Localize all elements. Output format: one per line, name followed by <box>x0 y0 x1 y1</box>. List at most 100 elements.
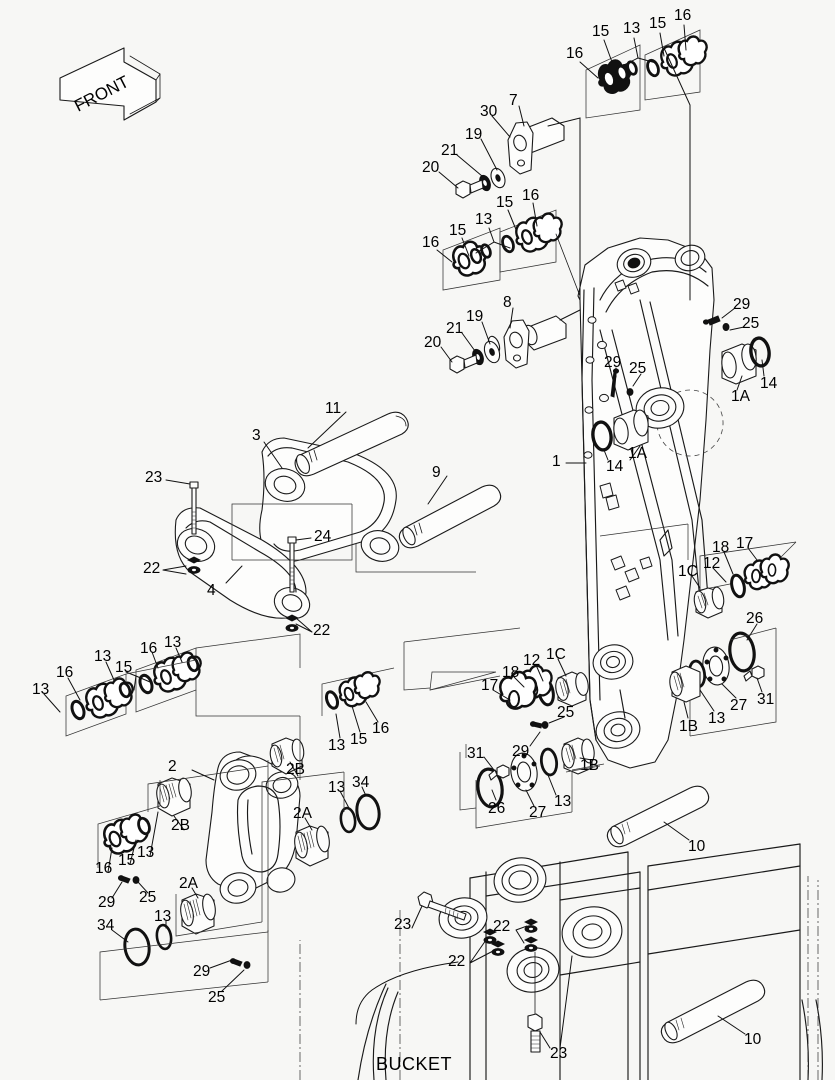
callout-12-a: 12 <box>703 555 720 572</box>
callout-2A-a: 2A <box>293 805 313 822</box>
leaders-lower-left-seals <box>43 647 183 713</box>
callout-18-b: 18 <box>502 664 519 681</box>
callout-17-a: 17 <box>736 535 753 552</box>
retainer-group-mid-lower <box>475 721 595 829</box>
arm-pivot-boss-top <box>616 248 652 278</box>
callout-16-c: 16 <box>522 187 539 204</box>
callout-22-b: 22 <box>313 622 330 639</box>
callout-27-a: 27 <box>730 697 747 714</box>
bearing-2a-left <box>180 893 216 935</box>
pin-bucket-10-lower <box>660 979 766 1044</box>
callout-16-e: 16 <box>140 640 157 657</box>
callout-13-e: 13 <box>164 634 181 651</box>
callout-29-c: 29 <box>512 743 529 760</box>
nut-22-lower <box>284 614 300 632</box>
bolt-24 <box>287 536 297 593</box>
seal-pack-mid-b <box>499 209 581 297</box>
callout-24: 24 <box>314 528 332 545</box>
callout-1C-b: 1C <box>546 646 566 663</box>
callout-26-a: 26 <box>746 610 763 627</box>
callout-31-b: 31 <box>467 745 484 762</box>
nut-22-bucket-3 <box>523 918 539 933</box>
callout-23-c: 23 <box>550 1045 567 1062</box>
arm-surface-pads <box>583 279 653 601</box>
leaders-links <box>162 411 476 633</box>
pin-cylinder-upper-assembly <box>438 105 581 301</box>
callout-1B-a: 1B <box>679 718 698 735</box>
callout-13-d: 13 <box>554 793 571 810</box>
callout-29-d: 29 <box>98 894 115 911</box>
callout-1: 1 <box>552 453 561 470</box>
callout-15-f: 15 <box>350 731 367 748</box>
bushing-1a-upper-group <box>702 307 771 391</box>
callout-1B-b: 1B <box>580 757 599 774</box>
callout-25-c: 25 <box>557 704 574 721</box>
callout-22-d: 22 <box>448 953 465 970</box>
callout-13-b: 13 <box>475 211 492 228</box>
bushing-1a-lower-group <box>565 367 649 464</box>
leaders-bucket-link <box>99 760 367 1001</box>
bolt-23-bucket-upper <box>417 891 467 921</box>
leaders-top-right <box>579 24 691 301</box>
callout-19-a: 19 <box>465 126 482 143</box>
callout-25-e: 25 <box>208 989 225 1006</box>
bucket-assembly <box>299 843 823 1080</box>
pin-link-9 <box>398 484 502 549</box>
callout-21-b: 21 <box>446 320 463 337</box>
seal-pack-top-right-a <box>585 44 641 119</box>
callout-2A-b: 2A <box>179 875 199 892</box>
callout-34-a: 34 <box>352 774 370 791</box>
callout-11: 11 <box>325 400 341 417</box>
callout-13-h: 13 <box>328 737 345 754</box>
callout-34-b: 34 <box>97 917 115 934</box>
callout-19-b: 19 <box>466 308 483 325</box>
callout-1A-b: 1A <box>628 445 648 462</box>
callout-23-b: 23 <box>394 916 411 933</box>
callout-22-c: 22 <box>493 918 510 935</box>
callout-9: 9 <box>432 464 441 481</box>
pin-link-long-11 <box>294 411 409 477</box>
leaders-mid-seals <box>436 202 538 263</box>
callout-27-b: 27 <box>529 804 546 821</box>
callout-2B-a: 2B <box>286 761 305 778</box>
callout-15-e: 15 <box>115 659 132 676</box>
callout-25-a: 25 <box>742 315 759 332</box>
seal-pack-lower-left-c <box>97 805 161 868</box>
callout-16-d: 16 <box>422 234 439 251</box>
pin-cylinder-lower-assembly <box>440 307 581 374</box>
callout-3: 3 <box>252 427 261 444</box>
callout-25-d: 25 <box>139 889 156 906</box>
bearing-2b-lower <box>269 737 305 775</box>
callout-4: 4 <box>207 582 216 599</box>
callout-15-b: 15 <box>649 15 666 32</box>
callout-30: 30 <box>480 103 498 120</box>
callout-26-b: 26 <box>488 800 505 817</box>
callout-16-b: 16 <box>566 45 583 62</box>
callout-13-k: 13 <box>154 908 171 925</box>
nut-22-upper <box>186 556 202 574</box>
pin-bucket-10-upper <box>606 785 710 848</box>
callout-7: 7 <box>509 92 518 109</box>
callout-20-a: 20 <box>422 159 440 176</box>
callout-13-c: 13 <box>708 710 725 727</box>
bolt-23-bucket-lower <box>527 951 543 1053</box>
callout-23-a: 23 <box>145 469 162 486</box>
seal-pack-lower-left-a <box>65 673 134 737</box>
bucket-link-2 <box>205 751 301 904</box>
link-upper-3 <box>259 437 400 563</box>
callout-2B-b: 2B <box>171 817 190 834</box>
bolt-23-upper <box>189 481 199 535</box>
callout-12-b: 12 <box>523 652 540 669</box>
callout-17-b: 17 <box>481 677 498 694</box>
callout-29-e: 29 <box>193 963 210 980</box>
seal-pack-small-center <box>321 667 395 739</box>
nut-22-bucket-1 <box>482 928 498 944</box>
callout-1C-a: 1C <box>678 563 698 580</box>
seal-pack-mid-lower <box>429 658 589 724</box>
callout-14-a: 14 <box>760 375 778 392</box>
callout-16-g: 16 <box>372 720 389 737</box>
callout-8: 8 <box>503 294 512 311</box>
callout-10-a: 10 <box>688 838 706 855</box>
